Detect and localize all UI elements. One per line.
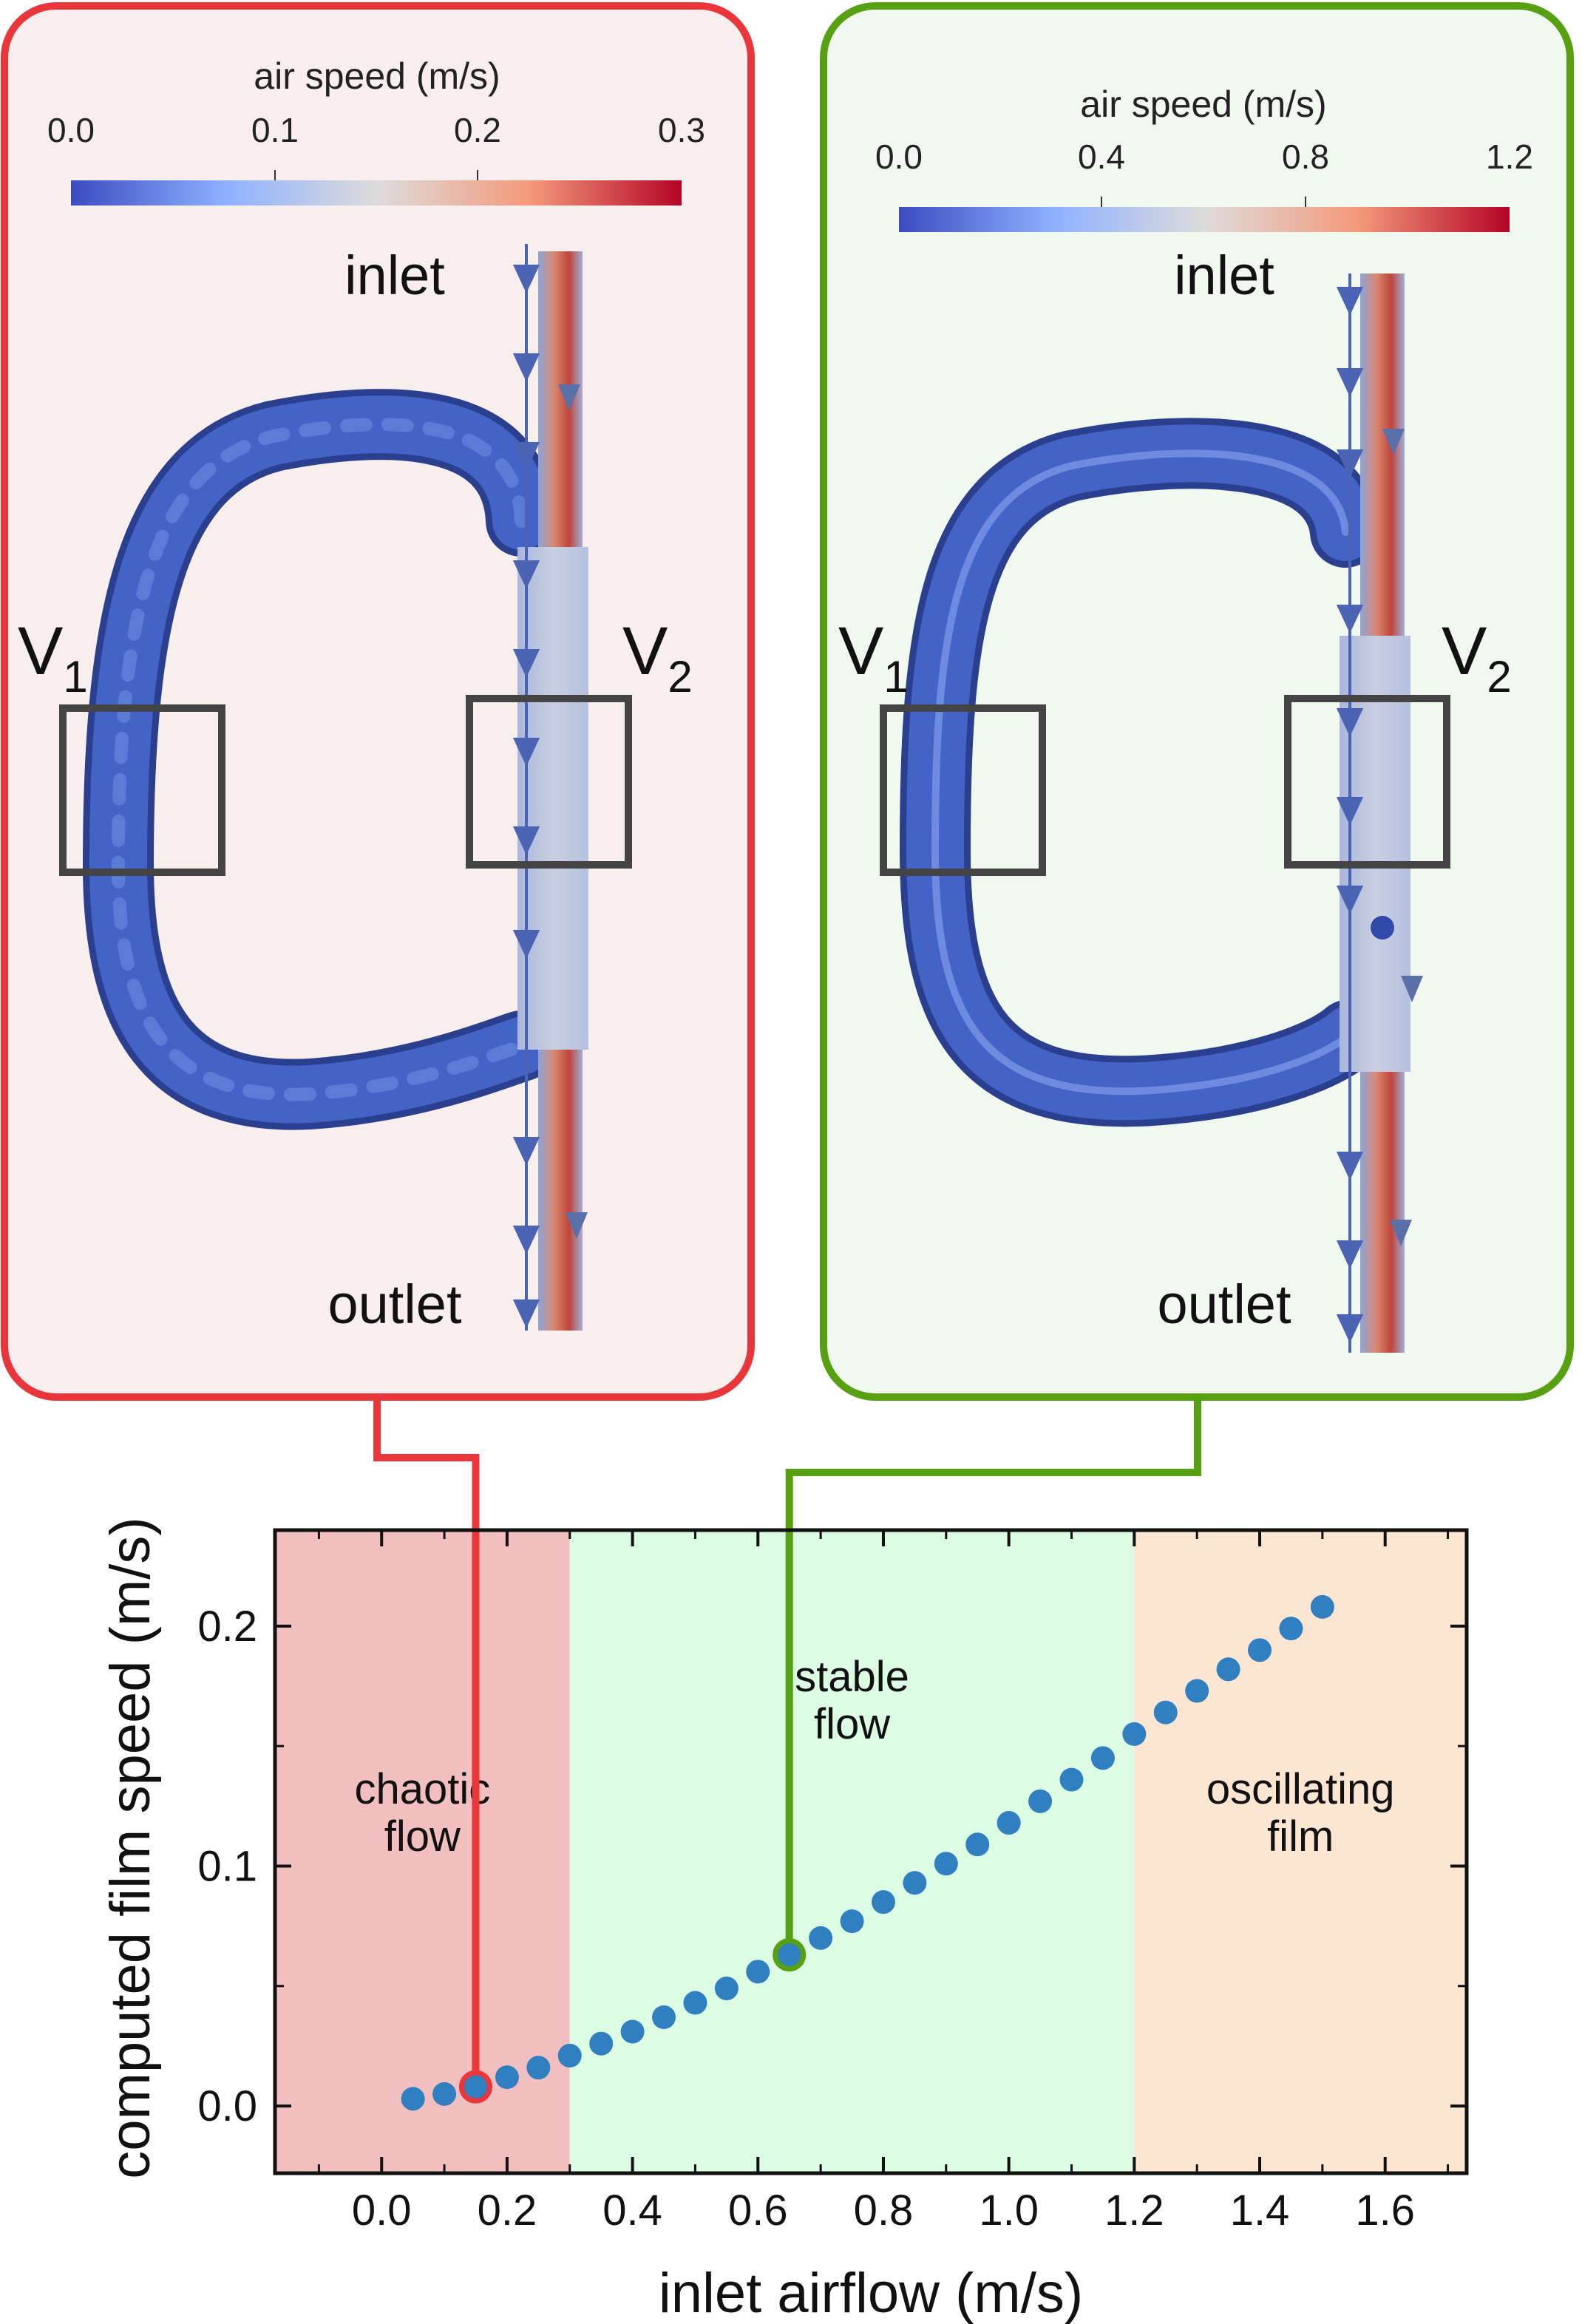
data-points <box>401 1594 1334 2111</box>
outlet-channel-left <box>538 1050 583 1331</box>
x-tick-label: 0.2 <box>478 2187 537 2235</box>
connector-chaotic <box>373 1397 480 2076</box>
data-point <box>652 2005 676 2029</box>
inlet-channel-right <box>1360 273 1405 636</box>
region-label: flow <box>384 1812 461 1861</box>
x-tick-label: 0.0 <box>352 2187 412 2235</box>
data-point <box>1059 1767 1084 1792</box>
mixing-channel-left <box>517 547 588 1050</box>
region-label: chaotic <box>354 1765 490 1813</box>
data-point <box>965 1832 990 1857</box>
highlighted-points <box>458 1938 807 2104</box>
colorbar-left-bar <box>71 180 682 205</box>
y-axis-label: computed film speed (m/s) <box>99 1517 162 2178</box>
region-1 <box>569 1530 1135 2173</box>
outlet-channel-right <box>1360 1072 1405 1353</box>
data-point <box>840 1909 864 1934</box>
v2-label-left: V2 <box>622 614 693 701</box>
data-point <box>557 2043 582 2068</box>
inlet-channel-left <box>538 251 583 562</box>
colorbar-right: air speed (m/s) 0.0 0.4 0.8 1.2 <box>875 84 1533 232</box>
colorbar-left-tick: 0.2 <box>454 111 501 149</box>
data-point <box>495 2065 519 2090</box>
data-point <box>1310 1594 1334 1619</box>
data-point <box>903 1871 927 1895</box>
region-label: film <box>1267 1812 1334 1861</box>
v1-label-right: V1 <box>838 614 909 701</box>
v2-label-right: V2 <box>1442 614 1512 701</box>
colorbar-left: air speed (m/s) 0.0 0.1 0.2 0.3 <box>47 55 705 205</box>
inlet-label-left: inlet <box>344 245 445 306</box>
plot-frame <box>273 1528 1469 2175</box>
v1-label-left: V1 <box>18 614 88 701</box>
region-label: stable <box>795 1653 909 1701</box>
colorbar-left-tick: 0.0 <box>47 111 95 149</box>
region-2 <box>1134 1530 1467 2173</box>
y-tick-label: 0.0 <box>197 2082 257 2130</box>
data-point <box>1122 1722 1147 1746</box>
data-point <box>934 1852 958 1876</box>
y-tick-label: 0.1 <box>197 1842 257 1890</box>
colorbar-left-tick: 0.3 <box>658 111 705 149</box>
data-point <box>714 1977 739 2001</box>
flow-domain-left <box>82 244 588 1331</box>
region-0 <box>275 1530 570 2173</box>
data-point <box>432 2082 457 2106</box>
data-point <box>809 1926 833 1950</box>
y-tick-label: 0.2 <box>197 1603 257 1651</box>
data-point <box>1216 1657 1240 1682</box>
v2-box-left <box>466 695 632 869</box>
data-point <box>1090 1746 1115 1770</box>
x-tick-label: 0.8 <box>854 2187 914 2235</box>
data-point <box>1028 1789 1053 1813</box>
data-point <box>526 2056 551 2080</box>
colorbar-right-tick: 1.2 <box>1486 137 1533 176</box>
data-point <box>1185 1679 1209 1703</box>
data-point <box>746 1960 770 1984</box>
data-point <box>589 2031 614 2056</box>
v2-box-right <box>1284 695 1450 869</box>
outlet-label-right: outlet <box>1157 1274 1291 1335</box>
connector-stable <box>785 1397 1201 1943</box>
colorbar-right-tick: 0.8 <box>1282 137 1329 176</box>
colorbar-right-tick: 0.4 <box>1078 137 1125 176</box>
x-tick-label: 0.6 <box>728 2187 788 2235</box>
colorbar-right-bar <box>899 207 1510 232</box>
highlighted-point <box>773 1938 807 1972</box>
colorbar-left-tick: 0.1 <box>251 111 299 149</box>
x-ticks: 0.0 0.2 0.4 0.6 0.8 1.0 1.2 1.4 1.6 <box>317 1530 1450 2235</box>
data-point <box>871 1890 895 1914</box>
x-tick-label: 1.2 <box>1104 2187 1164 2235</box>
data-point <box>1153 1700 1178 1725</box>
region-label: oscillating <box>1206 1765 1395 1813</box>
data-point <box>1279 1617 1303 1641</box>
x-tick-label: 1.4 <box>1230 2187 1290 2235</box>
data-point <box>1248 1638 1272 1662</box>
flow-domain-right <box>899 273 1423 1353</box>
x-tick-label: 1.0 <box>979 2187 1039 2235</box>
v1-box-right <box>880 704 1046 876</box>
highlighted-point <box>458 2070 492 2104</box>
outlet-label-left: outlet <box>327 1274 461 1335</box>
data-point <box>683 1991 707 2015</box>
inlet-label-right: inlet <box>1174 245 1274 306</box>
v1-box-left <box>59 704 225 876</box>
colorbar-right-title: air speed (m/s) <box>1080 84 1326 125</box>
colorbar-left-title: air speed (m/s) <box>254 55 500 97</box>
region-label: flow <box>814 1700 891 1748</box>
panel-stable: air speed (m/s) 0.0 0.4 0.8 1.2 inlet ou… <box>820 2 1574 1401</box>
x-tick-label: 0.4 <box>602 2187 662 2235</box>
data-point <box>620 2019 645 2044</box>
panel-chaotic: air speed (m/s) 0.0 0.1 0.2 0.3 inlet ou… <box>1 2 755 1401</box>
data-point <box>997 1811 1021 1835</box>
data-point <box>401 2087 425 2111</box>
colorbar-right-tick: 0.0 <box>875 137 923 176</box>
x-tick-label: 1.6 <box>1355 2187 1415 2235</box>
regions <box>275 1530 1467 2173</box>
x-axis-label: inlet airflow (m/s) <box>659 2262 1083 2324</box>
y-ticks: 0.0 0.1 0.2 <box>197 1603 1467 2130</box>
